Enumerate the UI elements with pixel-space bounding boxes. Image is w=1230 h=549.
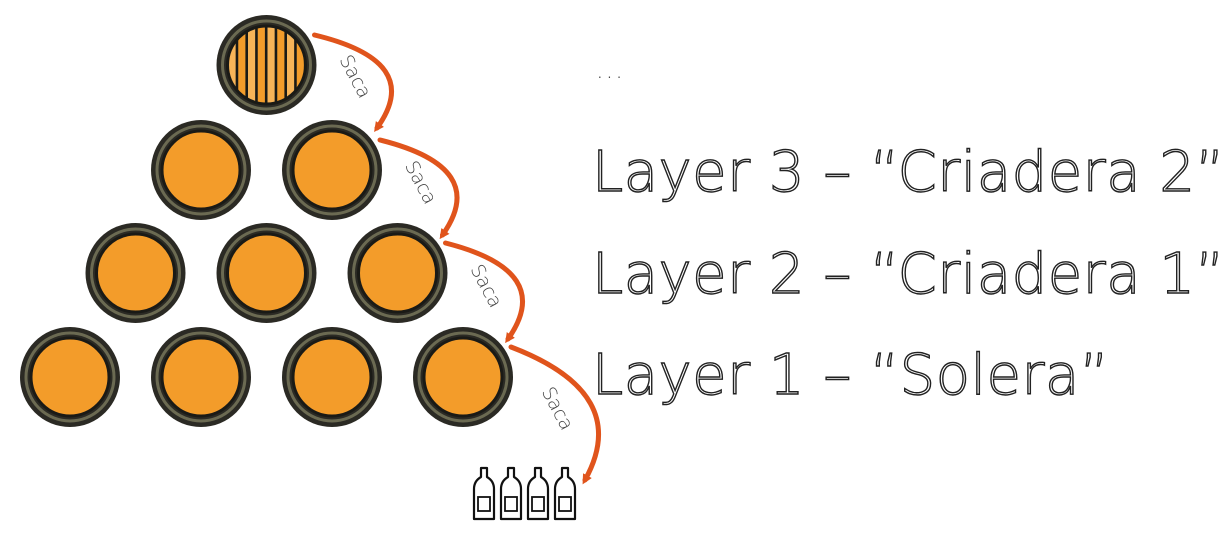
- layer-1-label: Layer 1 – “Solera”: [591, 343, 1110, 408]
- curved-arrow-icon: [377, 137, 460, 240]
- wine-bottle-icon: [526, 466, 550, 521]
- bottles-group: [472, 466, 577, 521]
- barrel-icon: [282, 120, 382, 220]
- barrel-icon: [347, 223, 448, 323]
- curved-arrow-icon: [443, 240, 525, 344]
- saca-label: Saca: [537, 383, 578, 434]
- wine-bottle-icon: [499, 466, 523, 521]
- barrel-pyramid: [20, 15, 513, 427]
- saca-label: Saca: [466, 261, 507, 312]
- curved-arrow-icon: [508, 344, 602, 485]
- layer-2-label: Layer 2 – “Criadera 1”: [591, 242, 1225, 307]
- curved-arrow-icon: [312, 32, 395, 133]
- barrel-icon: [85, 223, 186, 323]
- barrel-icon: [216, 223, 317, 323]
- barrel-icon: [413, 327, 513, 427]
- layer-ellipsis: ...: [596, 56, 625, 84]
- barrel-icon: [151, 327, 251, 427]
- layer-3-label: Layer 3 – “Criadera 2”: [591, 140, 1225, 205]
- wine-bottle-icon: [472, 466, 496, 521]
- barrel-icon: [151, 120, 251, 220]
- wine-bottle-icon: [553, 466, 577, 521]
- barrel-icon: [20, 327, 120, 427]
- barrel-icon: [282, 327, 382, 427]
- barrel-icon: [216, 15, 317, 115]
